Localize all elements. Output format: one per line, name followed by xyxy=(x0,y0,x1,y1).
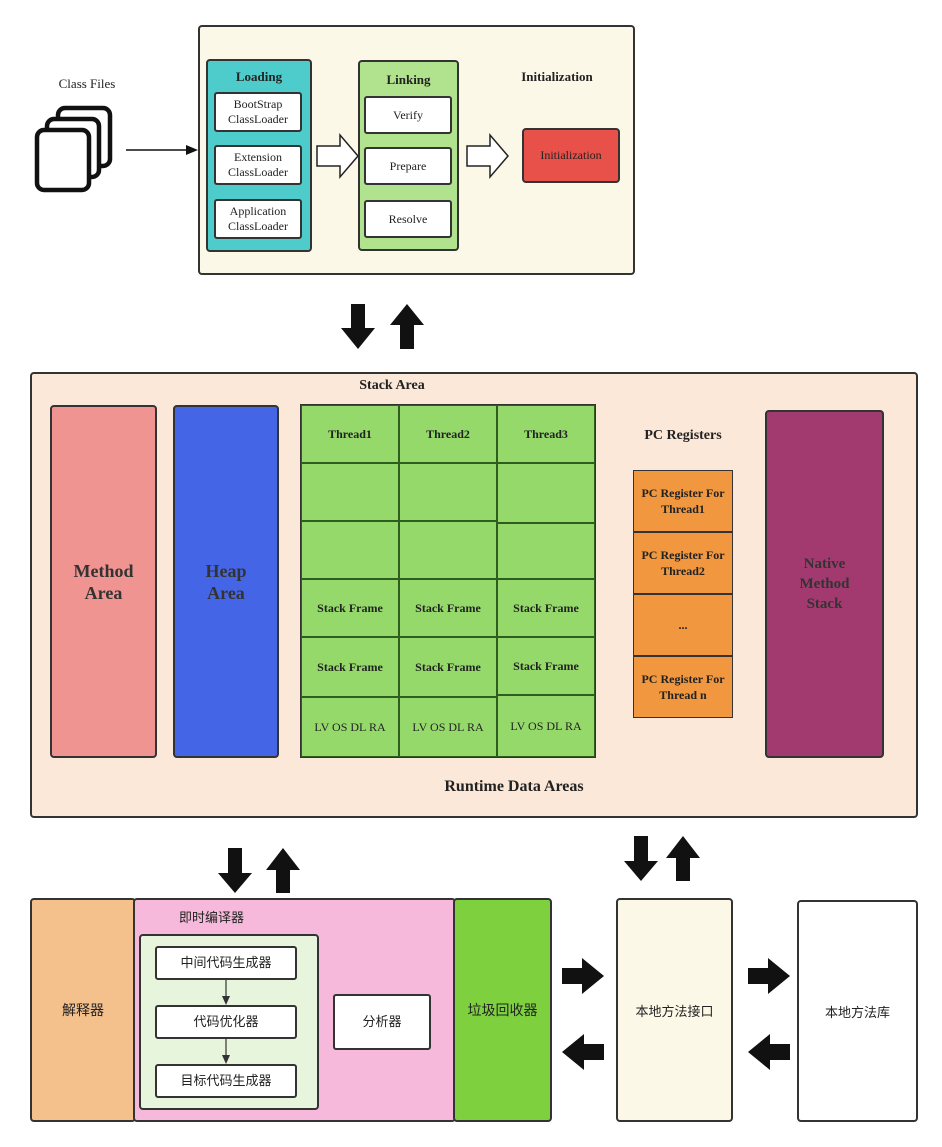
thread2-frame-contents: LV OS DL RA xyxy=(399,697,497,757)
thread3-frame xyxy=(497,523,595,579)
thread1-stack-frame: Stack Frame xyxy=(301,579,399,637)
left-arrow-icon xyxy=(562,1034,604,1070)
native-method-library: 本地方法库 xyxy=(797,900,918,1122)
initialization-box: Initialization xyxy=(522,128,620,183)
up-arrow-icon xyxy=(390,304,424,349)
intermediate-code-generator: 中间代码生成器 xyxy=(155,946,297,980)
runtime-native-arrows xyxy=(624,836,700,881)
jit-step-arrows xyxy=(222,980,230,1064)
thread3-frame xyxy=(497,463,595,523)
verify-step: Verify xyxy=(364,96,452,134)
thread2-header: Thread2 xyxy=(399,405,497,463)
bootstrap-classloader: BootStrap ClassLoader xyxy=(214,92,302,132)
linking-title: Linking xyxy=(386,72,431,87)
analyzer: 分析器 xyxy=(333,994,431,1050)
interface-library-arrows xyxy=(748,958,790,1070)
right-arrow-icon xyxy=(748,958,790,994)
up-arrow-icon xyxy=(666,836,700,881)
pc-registers-title: PC Registers xyxy=(644,428,722,443)
thread1-frame xyxy=(301,463,399,521)
native-method-stack: Native Method Stack xyxy=(765,410,884,758)
thread1-stack-frame: Stack Frame xyxy=(301,637,399,697)
runtime-data-areas-title: Runtime Data Areas xyxy=(444,778,584,795)
code-optimizer: 代码优化器 xyxy=(155,1005,297,1039)
extension-classloader: Extension ClassLoader xyxy=(214,145,302,185)
thread1-frame xyxy=(301,521,399,579)
pc-register-ellipsis: ... xyxy=(633,594,733,656)
thread3-header: Thread3 xyxy=(497,405,595,463)
prepare-step: Prepare xyxy=(364,147,452,185)
thread2-frame xyxy=(399,521,497,579)
thread3-stack-frame: Stack Frame xyxy=(497,637,595,695)
linking-to-init-arrow xyxy=(466,132,509,180)
method-area: Method Area xyxy=(50,405,157,758)
left-arrow-icon xyxy=(748,1034,790,1070)
down-arrow-icon xyxy=(624,836,658,881)
pc-register-thread2: PC Register For Thread2 xyxy=(633,532,733,594)
loading-to-linking-arrow xyxy=(316,132,359,180)
interpreter: 解释器 xyxy=(30,898,136,1122)
thread2-frame xyxy=(399,463,497,521)
pc-register-thread-n: PC Register For Thread n xyxy=(633,656,733,718)
thread2-stack-frame: Stack Frame xyxy=(399,637,497,697)
thread1-frame-contents: LV OS DL RA xyxy=(301,697,399,757)
class-files-label: Class Files xyxy=(58,76,116,91)
initialization-title: Initialization xyxy=(521,69,593,84)
class-files-icon xyxy=(34,105,113,193)
class-files-to-loader-arrow xyxy=(126,145,198,155)
heap-area: Heap Area xyxy=(173,405,279,758)
loading-title: Loading xyxy=(235,69,283,84)
thread2-stack-frame: Stack Frame xyxy=(399,579,497,637)
native-method-interface: 本地方法接口 xyxy=(616,898,733,1122)
thread3-frame-contents: LV OS DL RA xyxy=(497,695,595,757)
resolve-step: Resolve xyxy=(364,200,452,238)
stack-area-title: Stack Area xyxy=(359,378,425,393)
engine-native-arrows xyxy=(562,958,604,1070)
loader-runtime-arrows xyxy=(341,304,424,349)
runtime-engine-arrows xyxy=(218,848,300,893)
thread1-header: Thread1 xyxy=(301,405,399,463)
garbage-collector: 垃圾回收器 xyxy=(453,898,552,1122)
application-classloader: Application ClassLoader xyxy=(214,199,302,239)
thread3-stack-frame: Stack Frame xyxy=(497,579,595,637)
right-arrow-icon xyxy=(562,958,604,994)
down-arrow-icon xyxy=(218,848,252,893)
down-arrow-icon xyxy=(341,304,375,349)
pc-register-thread1: PC Register For Thread1 xyxy=(633,470,733,532)
jit-compiler-title: 即时编译器 xyxy=(179,911,245,926)
target-code-generator: 目标代码生成器 xyxy=(155,1064,297,1098)
up-arrow-icon xyxy=(266,848,300,893)
